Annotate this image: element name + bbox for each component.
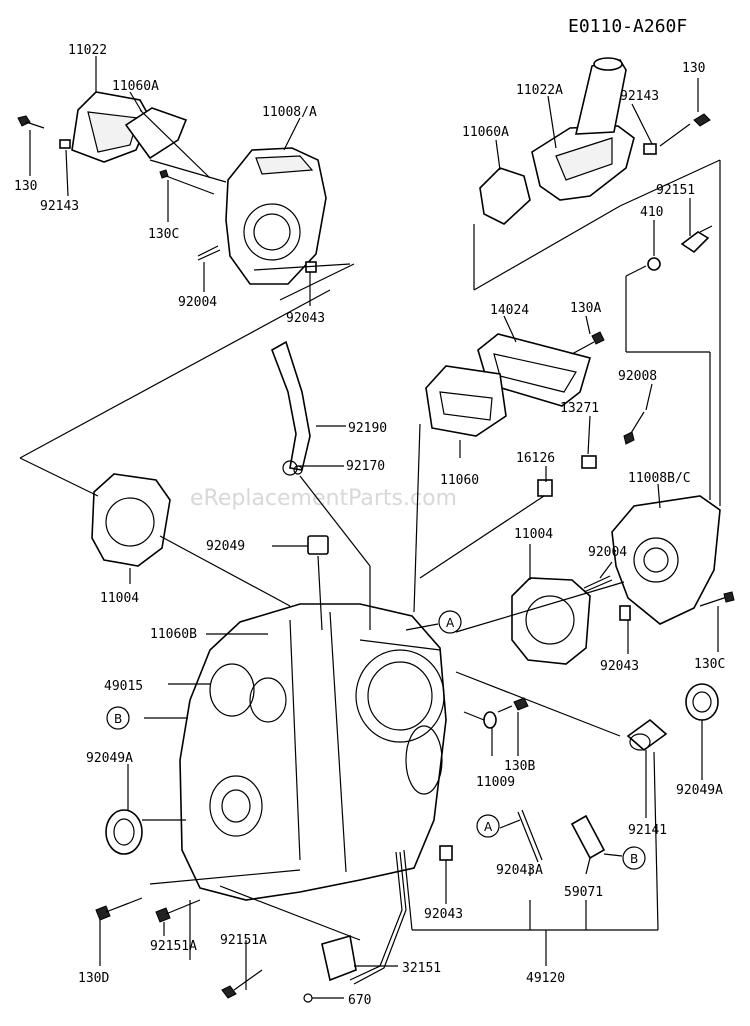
head-gasket-right: [511, 577, 591, 665]
label-59071: 59071: [564, 885, 603, 900]
dowel-16126: [537, 479, 553, 497]
label-92151A-low: 92151A: [150, 939, 197, 954]
leader-lines: [19, 56, 721, 999]
plug-13271: [581, 455, 597, 469]
label-92141: 92141: [628, 823, 667, 838]
label-92049: 92049: [206, 539, 245, 554]
label-11008BC: 11008B/C: [628, 471, 691, 486]
label-130C-top: 130C: [148, 227, 179, 242]
label-92004-left: 92004: [178, 295, 217, 310]
callout-b-right: B: [622, 846, 646, 870]
label-130-right: 130: [682, 61, 705, 76]
label-130-left: 130: [14, 179, 37, 194]
label-92043A: 92043A: [496, 863, 543, 878]
label-92143-right: 92143: [620, 89, 659, 104]
label-11060A-right: 11060A: [462, 125, 509, 140]
dowel-92143-right: [643, 143, 657, 155]
label-16126: 16126: [516, 451, 555, 466]
label-92049A-right: 92049A: [676, 783, 723, 798]
bolt-130B: [497, 697, 529, 713]
label-11022A: 11022A: [516, 83, 563, 98]
label-92170: 92170: [346, 459, 385, 474]
bolt-130D: [95, 897, 143, 921]
bolt-130-left: [17, 115, 45, 129]
label-92049A-left: 92049A: [86, 751, 133, 766]
label-130B: 130B: [504, 759, 535, 774]
cylinder-head-left: [225, 147, 327, 285]
label-32151: 32151: [402, 961, 441, 976]
label-49015: 49015: [104, 679, 143, 694]
callout-b-left: B: [106, 706, 130, 730]
label-410: 410: [640, 205, 663, 220]
stud-92004-right: [583, 575, 613, 593]
dowel-92143-left: [59, 139, 71, 149]
label-92143-left: 92143: [40, 199, 79, 214]
svg-text:B: B: [114, 712, 122, 726]
label-11009: 11009: [476, 775, 515, 790]
label-130D: 130D: [78, 971, 109, 986]
label-11060: 11060: [440, 473, 479, 488]
bolt-92008: [623, 411, 645, 445]
callout-a-upper: A: [405, 610, 462, 634]
label-92190: 92190: [348, 421, 387, 436]
plug-92049: [307, 535, 329, 555]
label-130C-right: 130C: [694, 657, 725, 672]
label-92151A-mid: 92151A: [220, 933, 267, 948]
svg-text:B: B: [630, 852, 638, 866]
label-92043-bottom: 92043: [424, 907, 463, 922]
part-labels: 11022 11060A 11008/A 130 92143 130C 9200…: [14, 43, 725, 1008]
bolt-92151A-low: [155, 899, 201, 923]
rocker-cover-right: [531, 57, 635, 201]
label-11004-right: 11004: [514, 527, 553, 542]
bolt-130-right: [659, 113, 711, 147]
diagram-code: E0110-A260F: [568, 16, 687, 37]
label-11008A: 11008/A: [262, 105, 317, 120]
label-92004-right: 92004: [588, 545, 627, 560]
washer-11009: [483, 711, 497, 729]
bolt-130C-top: [159, 169, 215, 195]
label-92043-right: 92043: [600, 659, 639, 674]
gasket-11060: [425, 365, 507, 437]
oring-670: [303, 993, 313, 1003]
label-11004-left: 11004: [100, 591, 139, 606]
label-92151: 92151: [656, 183, 695, 198]
label-670: 670: [348, 993, 371, 1008]
stud-92043A: [517, 809, 543, 863]
label-49120: 49120: [526, 971, 565, 986]
dowel-92043-bottom: [439, 845, 453, 861]
label-11022: 11022: [68, 43, 107, 58]
dipstick-tube-32151: [321, 851, 407, 985]
label-92008: 92008: [618, 369, 657, 384]
svg-text:A: A: [446, 616, 455, 630]
label-14024: 14024: [490, 303, 529, 318]
label-11060A-left: 11060A: [112, 79, 159, 94]
oil-sender-59071: [570, 814, 606, 860]
callout-a-lower: A: [476, 814, 500, 838]
cover-gasket-right: [479, 167, 531, 225]
cover-gasket-left: [124, 107, 188, 160]
bushing-92141: [626, 718, 668, 752]
svg-text:A: A: [484, 820, 493, 834]
banjo-92151: [680, 225, 713, 254]
oil-seal-92049A-right: [685, 683, 719, 721]
oil-seal-92049A-left: [105, 809, 143, 855]
label-11060B: 11060B: [150, 627, 197, 642]
label-130A: 130A: [570, 301, 601, 316]
bolt-92151A-mid: [221, 969, 263, 999]
bolt-130C-right: [699, 591, 735, 607]
dowel-92043-right: [619, 605, 631, 621]
crankcase-main: [179, 603, 447, 901]
washer-410: [647, 257, 661, 271]
bolt-130A: [571, 331, 605, 355]
label-92043-top: 92043: [286, 311, 325, 326]
hose-92190: [271, 340, 311, 471]
stud-92004-left: [197, 245, 221, 261]
head-gasket-left: [91, 473, 171, 567]
label-13271: 13271: [560, 401, 599, 416]
